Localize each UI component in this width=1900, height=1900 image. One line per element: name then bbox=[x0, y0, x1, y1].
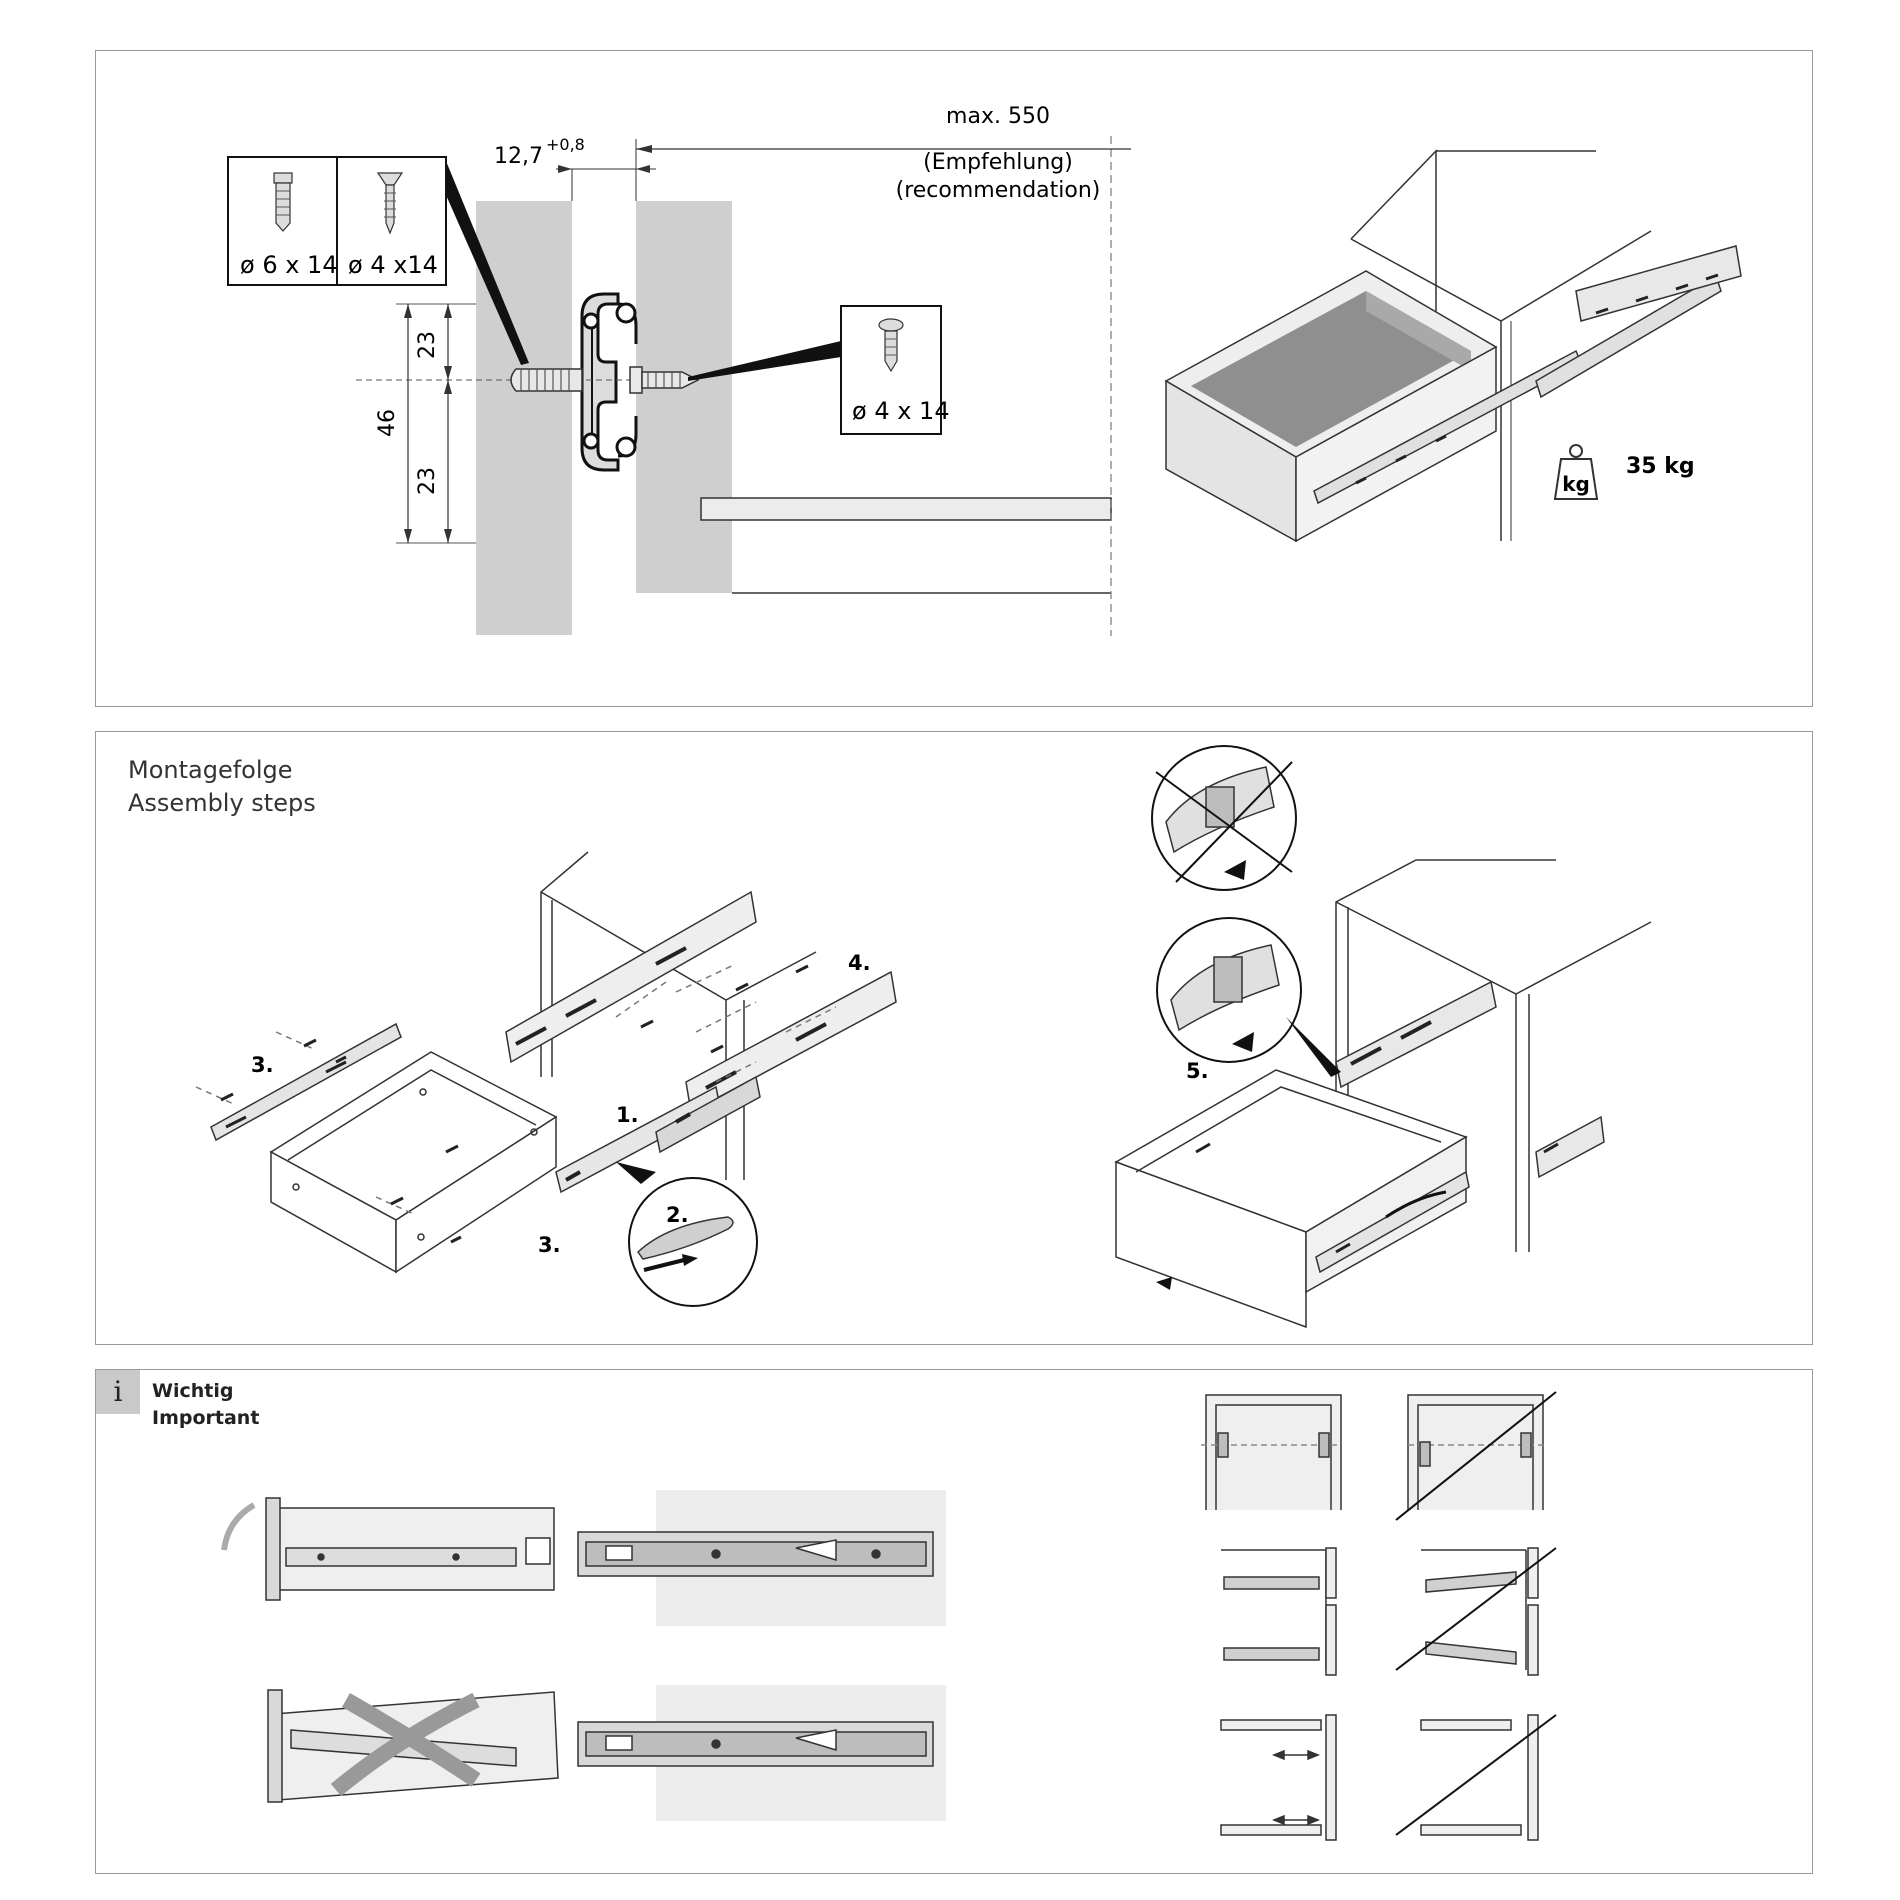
assembly-drawing bbox=[195, 745, 1652, 1329]
slide-profile bbox=[580, 292, 638, 472]
disengage-detail-wrong bbox=[1151, 745, 1297, 891]
max-length-label: max. 550 bbox=[946, 104, 1050, 129]
correct-alignment-example bbox=[221, 1497, 555, 1601]
height-total-label: 46 bbox=[375, 409, 400, 437]
gap-distance-correct bbox=[1220, 1714, 1337, 1841]
lever-detail-magnifier bbox=[616, 1162, 758, 1307]
pan-head-screw-small-icon bbox=[878, 318, 904, 373]
countersunk-screw-icon bbox=[376, 172, 404, 235]
svg-text:kg: kg bbox=[1562, 472, 1590, 496]
height-upper-label: 23 bbox=[415, 331, 440, 359]
screw-left-2-label: ø 4 x14 bbox=[348, 251, 438, 279]
assembly-title: Montagefolge Assembly steps bbox=[128, 754, 316, 820]
slide-extended bbox=[555, 1075, 761, 1194]
screw-left-icon bbox=[510, 368, 583, 392]
important-panel: i Wichtig Important bbox=[95, 1369, 1813, 1874]
recommendation-de-label: (Empfehlung) bbox=[923, 150, 1073, 175]
step-2-label: 2. bbox=[666, 1203, 689, 1227]
cabinet-right-rail bbox=[1335, 980, 1605, 1179]
step-3a-label: 3. bbox=[251, 1053, 274, 1077]
assembly-title-en: Assembly steps bbox=[128, 789, 316, 817]
assembly-panel: Montagefolge Assembly steps bbox=[95, 731, 1813, 1345]
drawer-side-panel bbox=[636, 201, 732, 593]
cabinet-frame bbox=[540, 851, 817, 1180]
step-numbers: 1. 2. 3. 3. 4. 5. bbox=[251, 951, 1209, 1257]
drawer-box bbox=[269, 1051, 558, 1274]
step-5-label: 5. bbox=[1186, 1059, 1209, 1083]
important-title: Wichtig Important bbox=[152, 1378, 259, 1432]
disengage-detail-correct bbox=[1156, 917, 1341, 1077]
drawer-rail bbox=[210, 1022, 402, 1142]
weight-icon: kg bbox=[1553, 444, 1599, 500]
cabinet-rail-upper bbox=[505, 890, 757, 1064]
cross-icon bbox=[330, 1692, 481, 1797]
drawer-fronts-wrong bbox=[1395, 1547, 1557, 1676]
step-1-label: 1. bbox=[616, 1103, 639, 1127]
important-title-en: Important bbox=[152, 1407, 260, 1429]
gap-distance-wrong bbox=[1395, 1714, 1557, 1841]
screw-right-label: ø 4 x 14 bbox=[852, 397, 950, 425]
screw-right-icon bbox=[629, 366, 700, 394]
step-4-label: 4. bbox=[848, 951, 871, 975]
cabinet-alignment-wrong bbox=[1395, 1391, 1557, 1521]
important-title-de: Wichtig bbox=[152, 1380, 234, 1402]
drawer-fronts-correct bbox=[1221, 1547, 1337, 1676]
dimensions-drawing: ø 6 x 14 ø 4 x14 ø 4 x 14 46 23 23 12,7 … bbox=[227, 104, 1742, 636]
cabinet-side-panel bbox=[476, 201, 572, 635]
step-3b-label: 3. bbox=[538, 1233, 561, 1257]
drawer-3d-illustration bbox=[1164, 149, 1742, 543]
checkmark-icon bbox=[221, 1502, 256, 1551]
slide-detail-bottom bbox=[577, 1721, 934, 1767]
info-icon: i bbox=[96, 1370, 140, 1414]
height-lower-label: 23 bbox=[415, 467, 440, 495]
wrong-alignment-example bbox=[267, 1689, 559, 1803]
cabinet-alignment-correct bbox=[1201, 1394, 1342, 1510]
drawer-right bbox=[1114, 1069, 1470, 1329]
gap-tolerance-label: +0,8 bbox=[546, 135, 585, 154]
dimensions-panel: ø 6 x 14 ø 4 x14 ø 4 x 14 46 23 23 12,7 … bbox=[95, 50, 1813, 707]
recommendation-en-label: (recommendation) bbox=[896, 178, 1101, 203]
assembly-title-de: Montagefolge bbox=[128, 756, 293, 784]
screw-left-1-label: ø 6 x 14 bbox=[240, 251, 338, 279]
load-capacity-label: 35 kg bbox=[1626, 454, 1695, 479]
gap-label: 12,7 bbox=[494, 144, 543, 169]
slide-detail-top bbox=[577, 1531, 934, 1577]
pan-head-screw-icon bbox=[273, 172, 293, 232]
important-drawing bbox=[221, 1391, 1557, 1841]
drawer-bottom bbox=[700, 497, 1112, 521]
